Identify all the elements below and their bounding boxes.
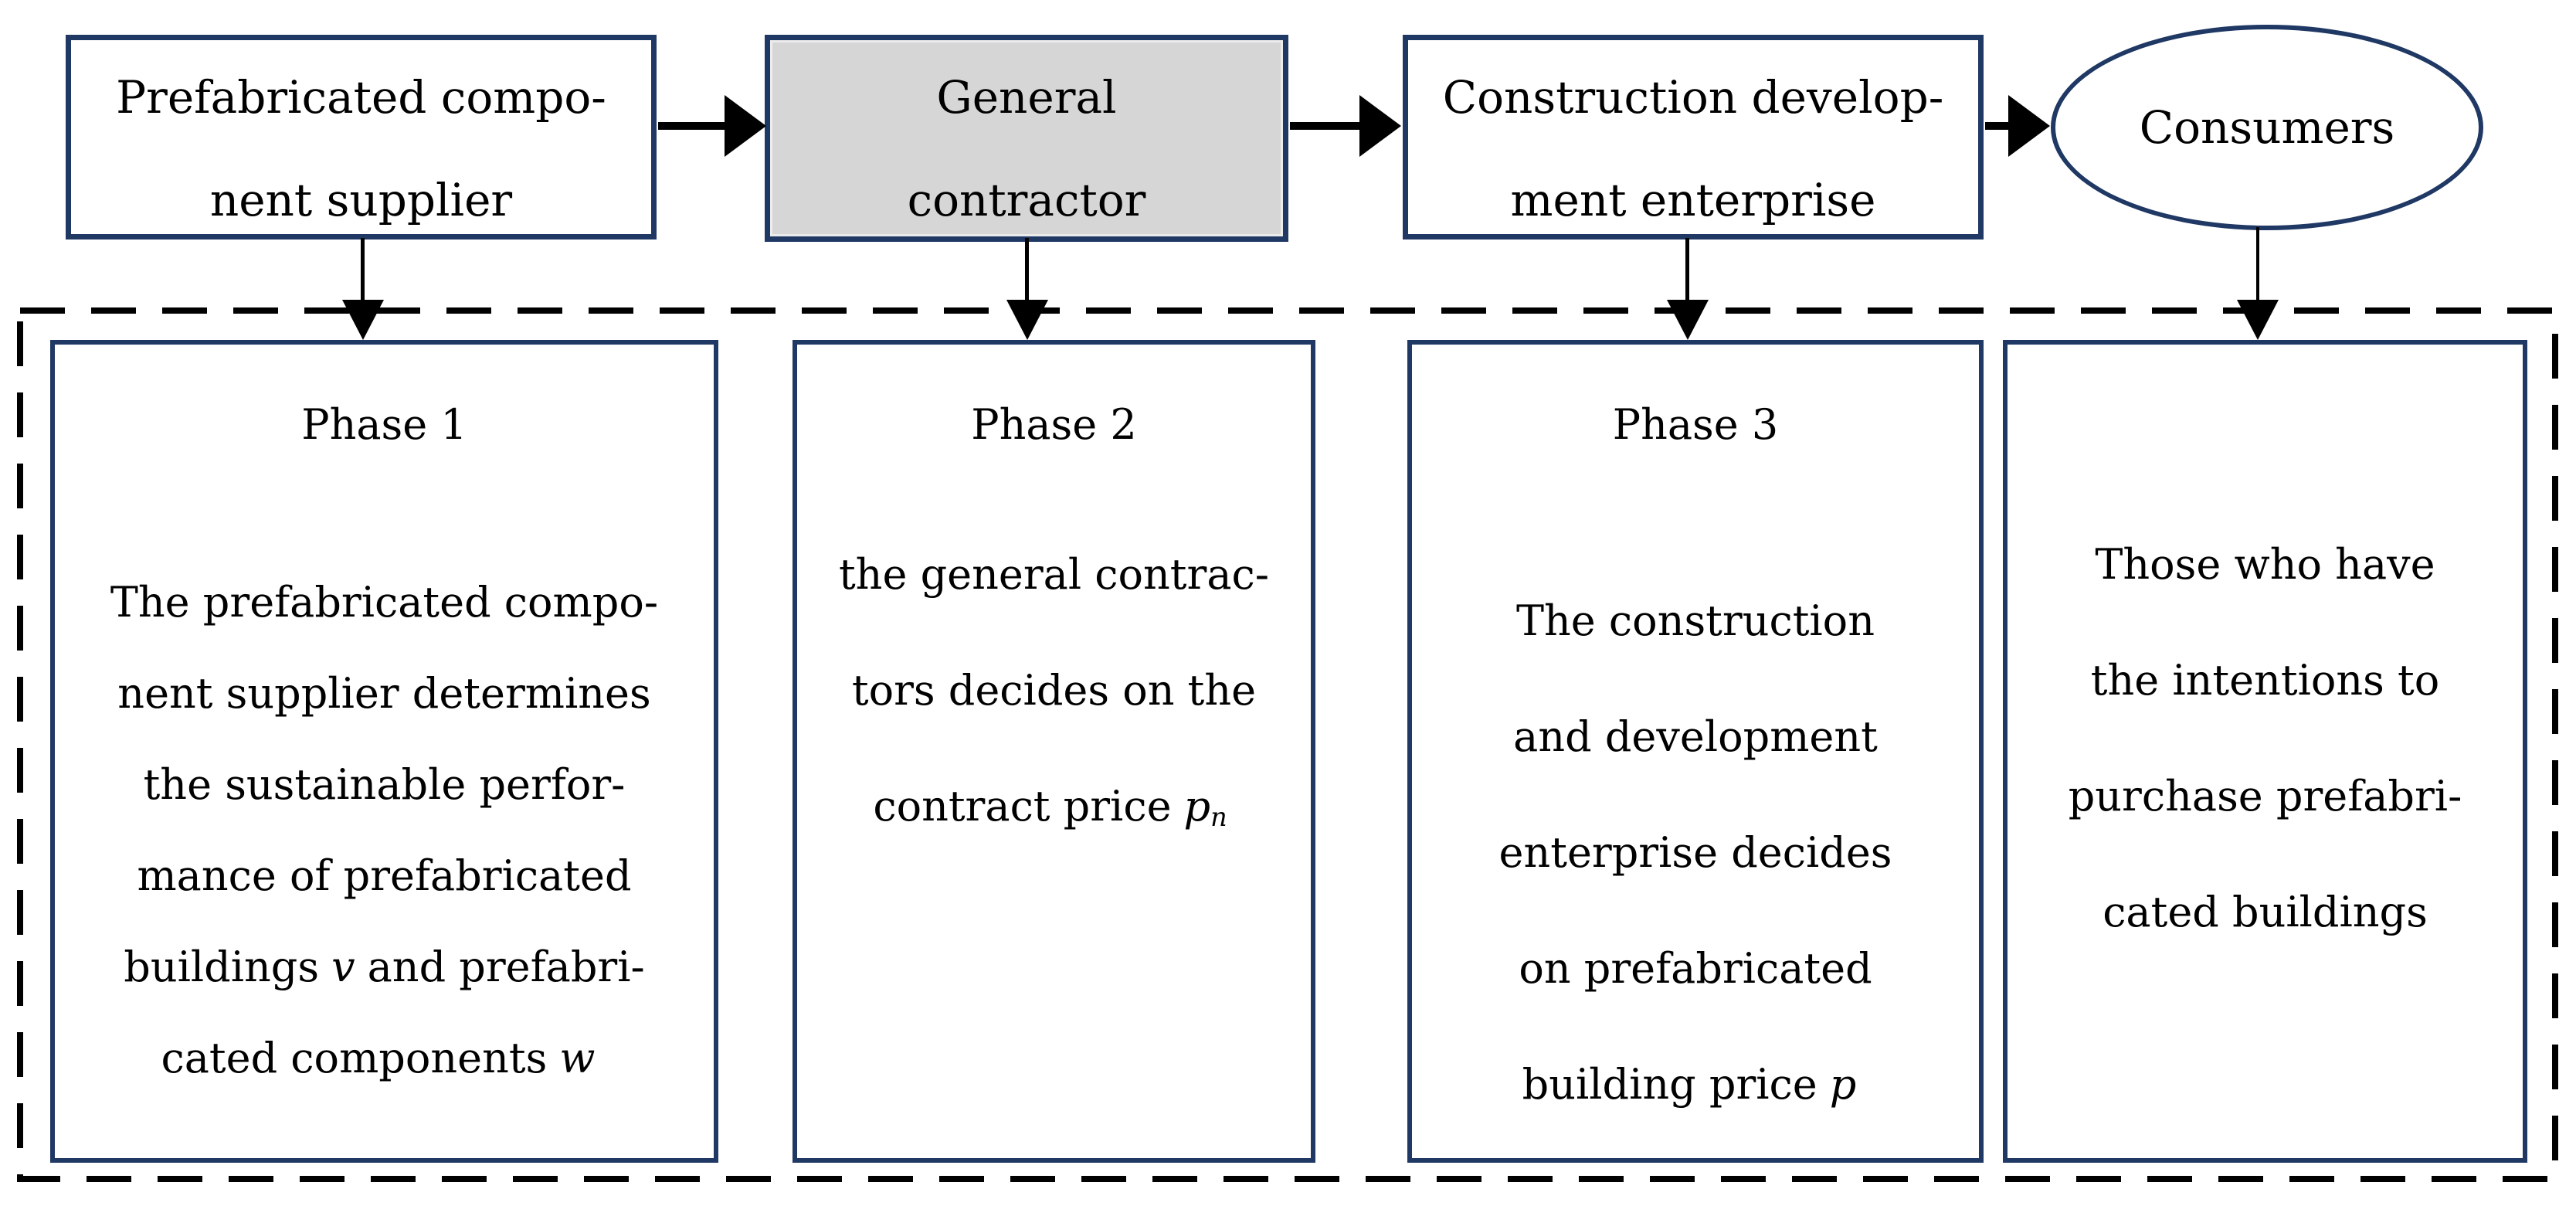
arrow-shaft	[1685, 238, 1689, 301]
arrow-head-down-icon	[2237, 300, 2279, 340]
text-segment: contract price	[873, 782, 1172, 831]
phase3-text-line: enterprise decides	[1498, 828, 1892, 877]
phase1-box: Phase 1 The prefabricated compo- nent su…	[50, 340, 718, 1163]
phase2-box: Phase 2 the general contrac- tors decide…	[792, 340, 1315, 1163]
arrow-head-right-icon	[1359, 95, 1401, 157]
phase1-text-line: The prefabricated compo-	[110, 578, 659, 627]
arrow-head-right-icon	[725, 95, 766, 157]
phase3-text-line: and development	[1513, 712, 1878, 761]
math-var-w: w	[559, 1034, 596, 1082]
arrow-shaft	[1290, 122, 1363, 130]
phase1-text-line: mance of prefabricated	[137, 851, 632, 900]
math-var-p: p	[1183, 782, 1211, 831]
arrow-shaft	[1985, 122, 2011, 130]
text-segment: building price	[1522, 1060, 1817, 1109]
phase2-title: Phase 2	[971, 400, 1137, 449]
construction-development-label-line1: Construction develop-	[1442, 71, 1944, 124]
text-segment: and prefabri-	[367, 943, 645, 991]
phase4-text-line: the intentions to	[2090, 656, 2440, 705]
arrow-head-down-icon	[1667, 300, 1709, 340]
phase2-text-line: the general contrac-	[838, 550, 1270, 599]
spacer	[55, 471, 714, 557]
arrow-head-down-icon	[342, 300, 384, 340]
phase1-title: Phase 1	[301, 400, 467, 449]
arrow-head-down-icon	[1006, 300, 1048, 340]
arrow-head-right-icon	[2008, 95, 2050, 157]
construction-development-label-line2: ment enterprise	[1510, 174, 1876, 226]
construction-development-box: Construction develop- ment enterprise	[1403, 35, 1984, 240]
phase3-text-line: on prefabricated	[1519, 944, 1872, 993]
spacer	[1412, 471, 1979, 563]
phase3-box: Phase 3 The construction and development…	[1407, 340, 1984, 1163]
consumers-phase-box: Those who have the intentions to purchas…	[2003, 340, 2527, 1163]
phase4-text-line: Those who have	[2095, 540, 2435, 589]
consumers-label: Consumers	[2139, 101, 2395, 154]
spacer	[797, 471, 1311, 517]
math-var-p: p	[1829, 1060, 1857, 1109]
supplier-box-label-line2: nent supplier	[209, 174, 513, 226]
arrow-shaft	[658, 122, 728, 130]
supplier-box: Prefabricated compo- nent supplier	[66, 35, 657, 240]
supplier-box-label-line1: Prefabricated compo-	[116, 71, 606, 124]
spacer	[2008, 379, 2523, 507]
arrow-shaft	[1025, 238, 1029, 301]
phase4-text-line: cated buildings	[2103, 888, 2428, 936]
consumers-ellipse: Consumers	[2051, 25, 2483, 230]
phase1-text-line: the sustainable perfor-	[143, 760, 626, 809]
phase3-title: Phase 3	[1612, 400, 1779, 449]
arrow-shaft	[361, 238, 365, 301]
general-contractor-box: General contractor	[765, 35, 1288, 242]
text-segment: buildings	[124, 943, 320, 991]
math-var-v: v	[331, 943, 355, 991]
phase1-text-line: nent supplier determines	[117, 669, 651, 718]
phase2-text-line: tors decides on the	[851, 666, 1257, 715]
math-subscript-n: n	[1210, 802, 1227, 833]
general-contractor-label-line2: contractor	[907, 174, 1146, 226]
arrow-shaft	[2256, 227, 2259, 301]
phase3-text-line: The construction	[1516, 596, 1875, 645]
general-contractor-label-line1: General	[936, 71, 1117, 124]
phase4-text-line: purchase prefabri-	[2068, 772, 2462, 820]
text-segment: cated components	[161, 1034, 548, 1082]
